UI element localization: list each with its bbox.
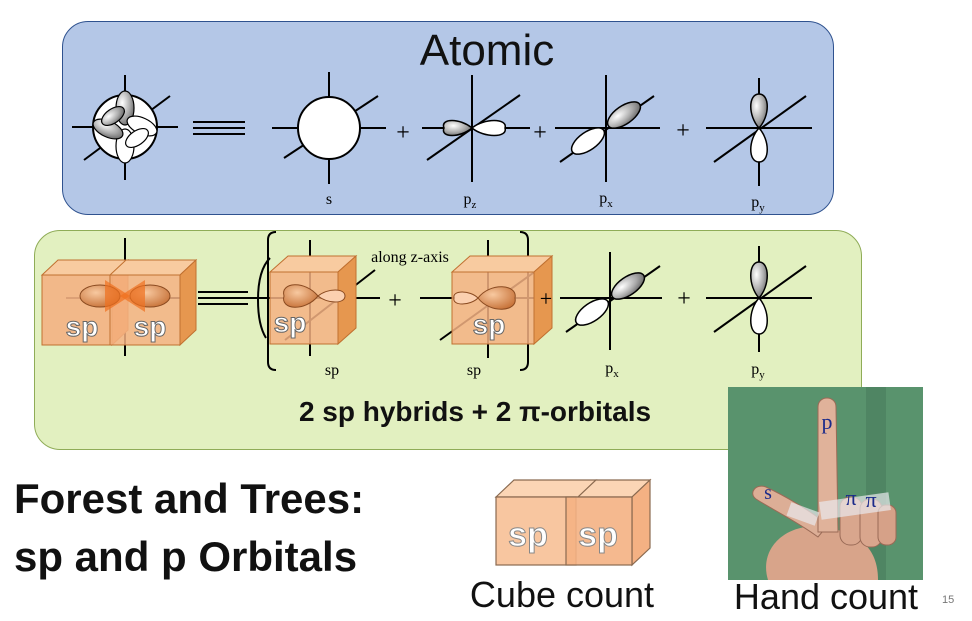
sp-hybrid-2: sp	[420, 240, 554, 358]
finger-letter: s	[764, 482, 772, 504]
cube-count-illustration: sp sp	[494, 478, 652, 567]
cube-label: sp	[274, 307, 307, 338]
cube-label: sp	[66, 311, 99, 342]
finger-letter: π	[865, 487, 876, 512]
equivalence-symbol	[198, 291, 248, 305]
plus-sign: +	[540, 286, 552, 311]
hand-count-photo: p s π π	[728, 387, 923, 580]
slide-title-line-2: sp and p Orbitals	[14, 533, 358, 580]
hybrids-caption: 2 sp hybrids + 2 π-orbitals	[298, 396, 652, 427]
label-px-hybrid: px	[605, 360, 619, 380]
label-sp-1: sp	[325, 362, 339, 379]
along-z-axis-label: along z-axis	[371, 249, 449, 266]
hand-count-caption: Hand count	[733, 576, 919, 617]
atomic-title: Atomic	[419, 26, 555, 75]
slide-title: Forest and Trees: sp and p Orbitals	[14, 470, 414, 586]
label-s: s	[326, 191, 332, 208]
label-sp-2: sp	[467, 362, 481, 379]
cube-count-caption: Cube count	[469, 574, 655, 615]
cube-label: sp	[473, 309, 506, 340]
plus-sign: +	[388, 288, 402, 314]
cube-label: sp	[508, 516, 548, 554]
plus-sign: +	[676, 118, 690, 144]
combined-atomic-orbital	[72, 75, 178, 180]
px-orbital-hybrid-row	[560, 252, 662, 350]
combined-sp-cubes: sp sp	[40, 238, 198, 356]
slide-title-line-1: Forest and Trees:	[14, 475, 365, 522]
sp-hybrid-1: sp	[245, 240, 380, 356]
plus-sign: +	[677, 286, 691, 312]
cube-label: sp	[578, 516, 618, 554]
finger-letter: p	[822, 409, 833, 434]
label-pz: pz	[464, 191, 477, 211]
py-orbital	[706, 78, 812, 186]
pz-orbital	[422, 75, 530, 182]
label-py: py	[751, 194, 765, 214]
atomic-orbitals-panel	[62, 21, 834, 215]
equivalence-symbol	[193, 121, 245, 135]
finger-letter: π	[845, 485, 856, 510]
label-px: px	[599, 190, 613, 210]
py-orbital-hybrid-row	[706, 246, 812, 352]
slide-number: 15	[942, 594, 955, 606]
cube-label: sp	[134, 311, 167, 342]
plus-sign: +	[533, 120, 547, 146]
plus-sign: +	[396, 120, 410, 146]
label-py-hybrid: py	[751, 361, 765, 381]
s-orbital	[272, 72, 386, 184]
px-orbital	[555, 75, 660, 182]
